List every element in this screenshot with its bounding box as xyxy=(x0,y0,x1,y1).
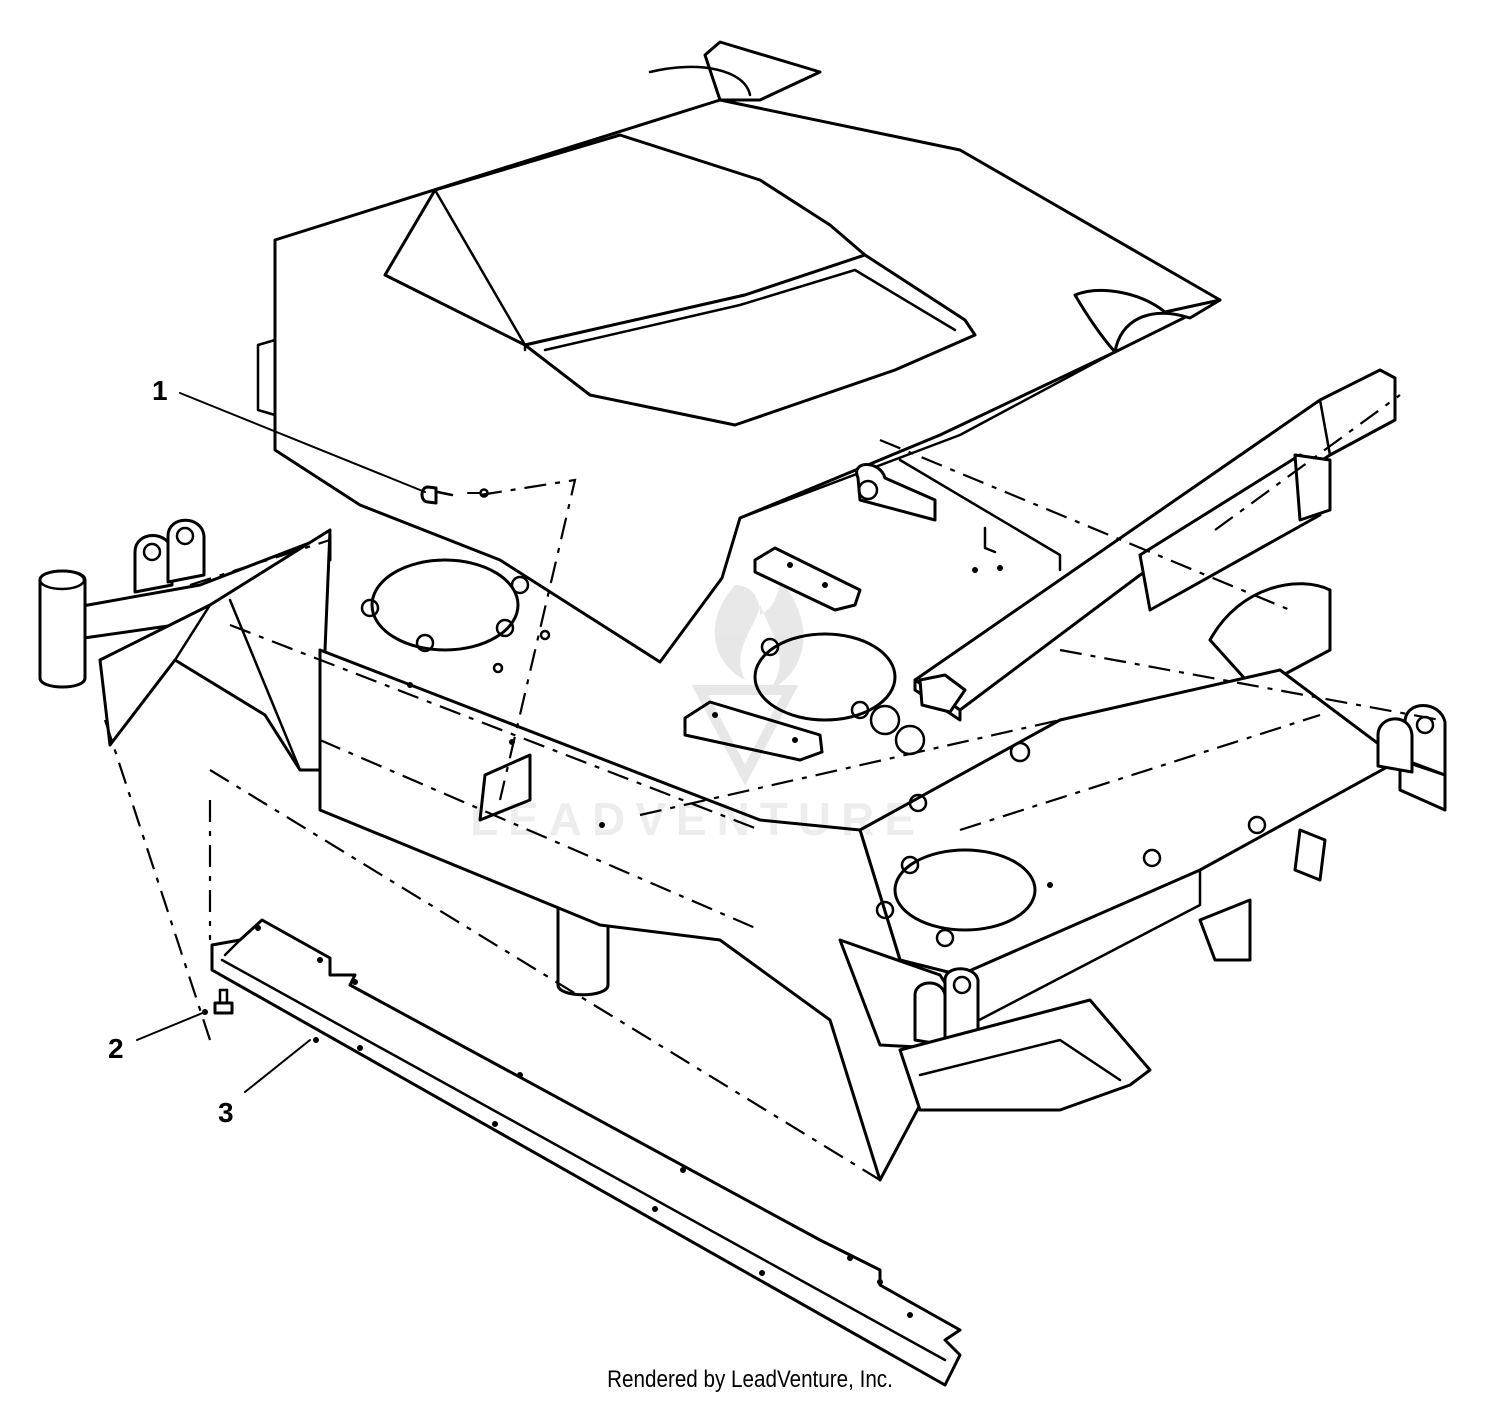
mower-frame xyxy=(38,368,1447,1182)
watermark-logo xyxy=(691,580,804,786)
spindle-housings xyxy=(360,558,1037,948)
leader-lines xyxy=(136,392,481,1093)
callout-1-label: 1 xyxy=(152,375,168,406)
watermark-text: LEADVENTURE xyxy=(470,793,925,845)
callout-3-label: 3 xyxy=(218,1097,234,1128)
deck-cover xyxy=(256,40,1222,664)
alignment-lines xyxy=(103,394,1441,1181)
part-3-strip xyxy=(210,918,962,1387)
credit-text: Rendered by LeadVenture, Inc. xyxy=(607,1366,893,1393)
brackets xyxy=(407,453,1332,888)
part-2-bolt xyxy=(202,988,234,1015)
callout-2-label: 2 xyxy=(108,1033,124,1064)
part-1-screw xyxy=(420,485,489,505)
